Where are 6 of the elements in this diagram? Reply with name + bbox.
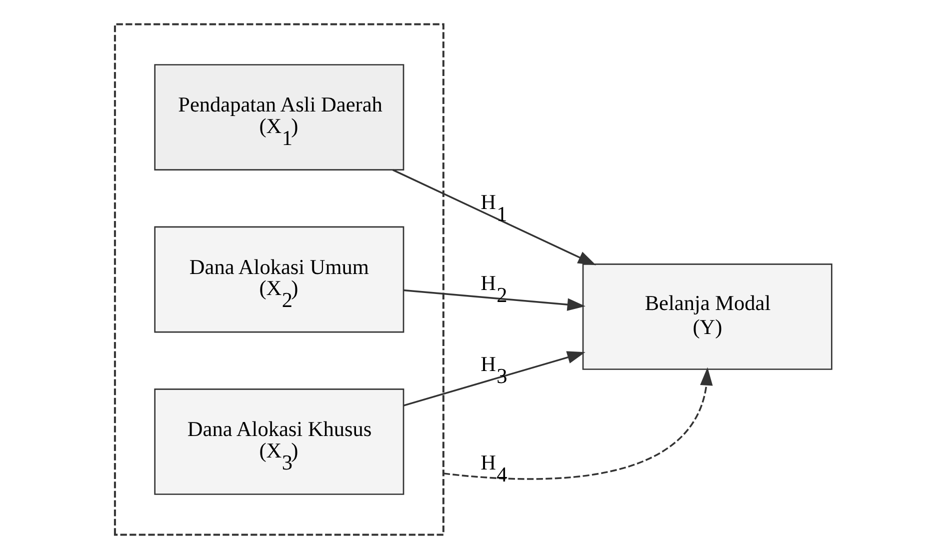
- arrow: [402, 351, 585, 406]
- node-box: Belanja Modal (Y): [582, 264, 832, 370]
- arrow: [392, 169, 596, 266]
- arrow: [442, 367, 712, 480]
- arrow: [403, 289, 585, 311]
- cluster: [113, 23, 444, 536]
